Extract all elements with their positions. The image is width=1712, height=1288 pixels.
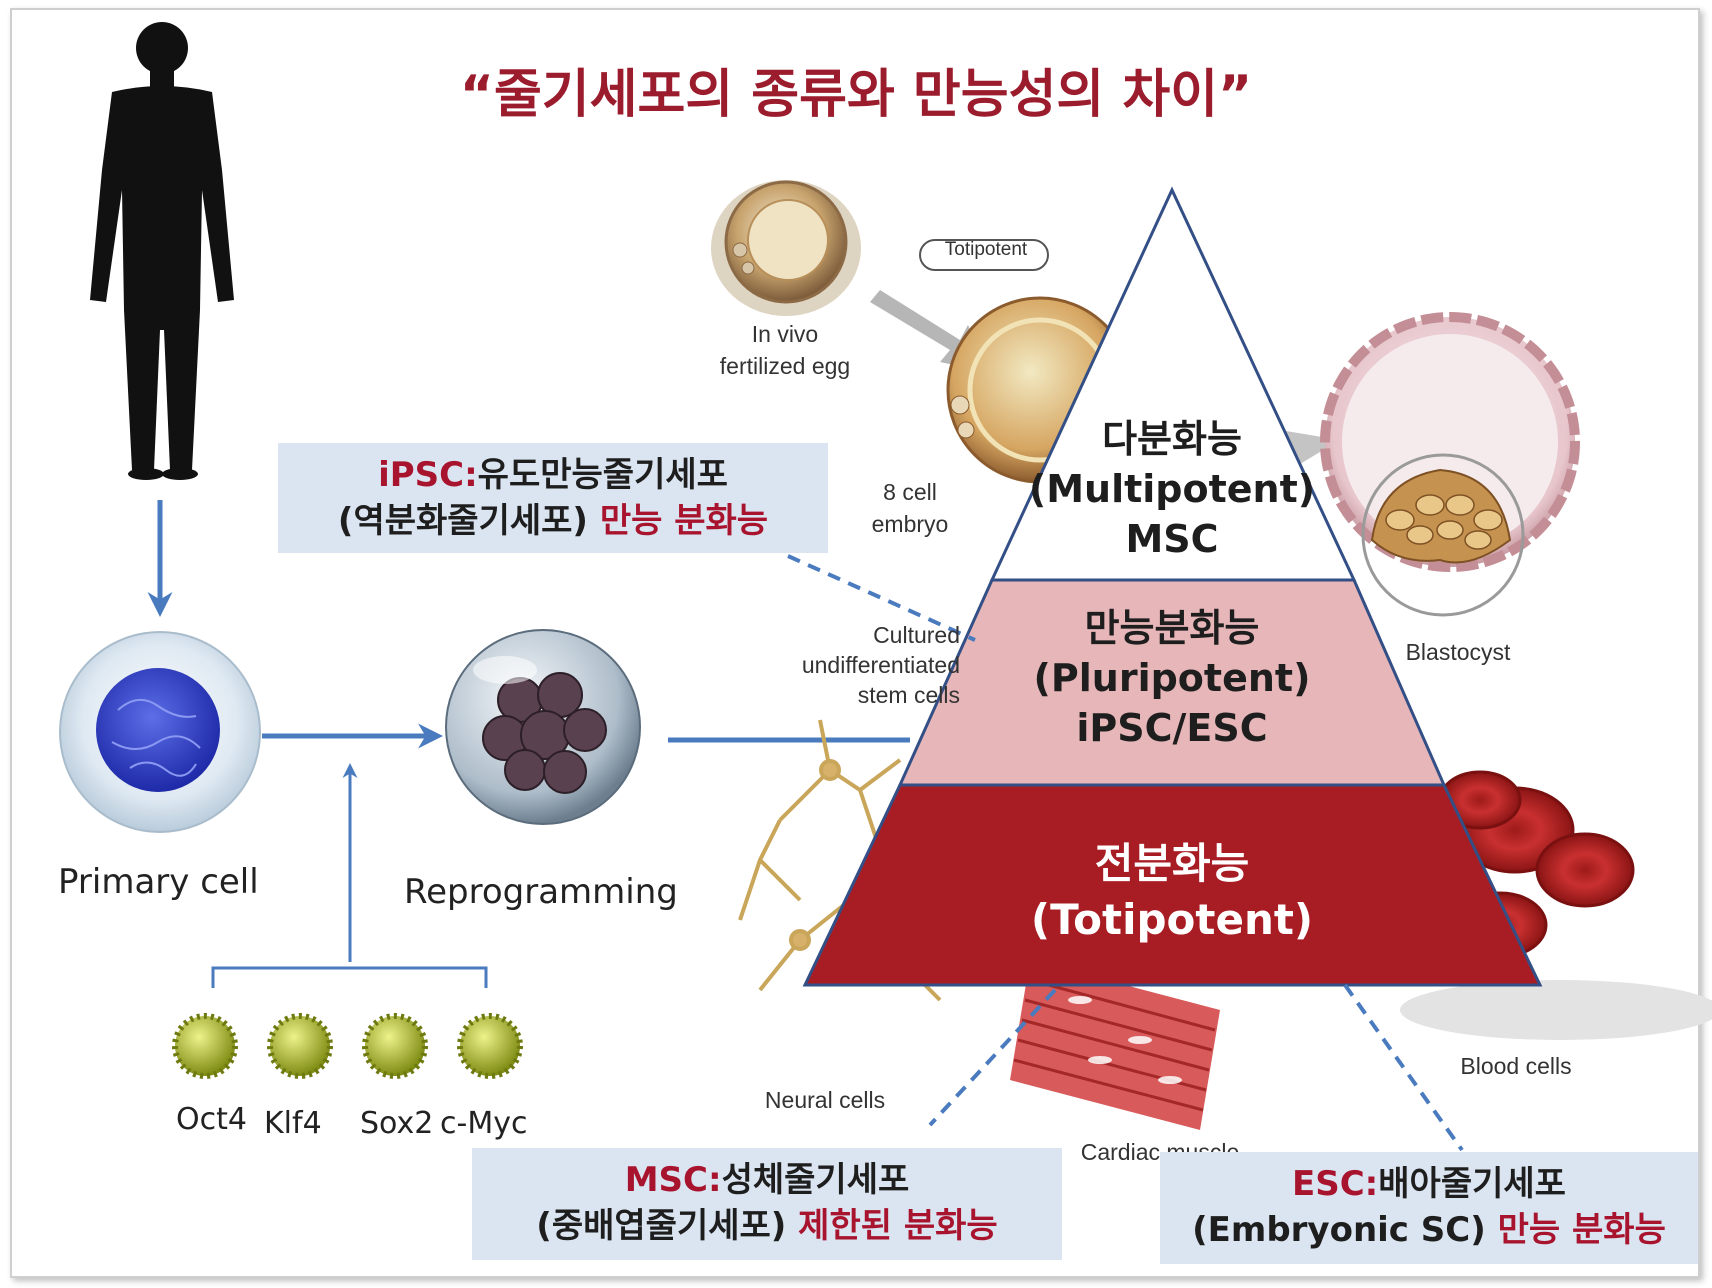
esc-paren: (Embryonic SC) (1192, 1210, 1486, 1250)
pluripotent-korean: 만능분화능 (1084, 606, 1260, 650)
primary-cell-label: Primary cell (58, 862, 259, 902)
diagram-title: “줄기세포의 종류와 만능성의 차이” (459, 65, 1253, 125)
blood-cells-label: Blood cells (1460, 1053, 1572, 1079)
esc-ability: 만능 분화능 (1497, 1210, 1666, 1250)
cultured-cells-label: Cultured undifferentiated stem cells (801, 622, 960, 708)
msc-paren: (중배엽줄기세포) (536, 1206, 787, 1246)
pyramid-tier-totipotent (802, 783, 1543, 987)
multipotent-text: 다분화능 (Multipotent) MSC (1012, 414, 1332, 564)
msc-leader-line (928, 988, 1057, 1127)
ipsc-name: 유도만능줄기세포 (477, 455, 728, 495)
cardiac-muscle-image (1010, 960, 1220, 1130)
reprogrammed-cell-icon (445, 629, 641, 825)
blastocyst-image (1320, 312, 1580, 617)
factor-label-klf4: Klf4 (264, 1106, 322, 1141)
totipotent-english: (Totipotent) (1030, 895, 1314, 944)
blastocyst-label: Blastocyst (1405, 639, 1511, 665)
factor-label-cmyc: c-Myc (440, 1106, 528, 1141)
msc-ability: 제한된 분화능 (798, 1206, 998, 1246)
totipotent-pill (919, 239, 1049, 271)
factor-bracket (211, 966, 488, 988)
pluripotent-text: 만능분화능 (Pluripotent) iPSC/ESC (1000, 603, 1344, 753)
multipotent-english: (Multipotent) (1028, 467, 1316, 511)
multipotent-abbr: MSC (1125, 517, 1219, 561)
esc-callout: ESC:배아줄기세포 (Embryonic SC) 만능 분화능 (1160, 1152, 1698, 1264)
ipsc-paren: (역분화줄기세포) (337, 501, 588, 541)
fertilized-egg-label: In vivo fertilized egg (719, 321, 851, 379)
blood-cells-image (1400, 770, 1712, 1040)
totipotent-korean: 전분화능 (1094, 839, 1250, 888)
pluripotent-english: (Pluripotent) (1033, 656, 1311, 700)
factor-label-oct4: Oct4 (176, 1102, 247, 1137)
msc-name: 성체줄기세포 (721, 1160, 910, 1200)
ipsc-abbr: iPSC: (378, 455, 478, 495)
ipsc-ability: 만능 분화능 (599, 501, 769, 541)
ipsc-callout: iPSC:유도만능줄기세포 (역분화줄기세포) 만능 분화능 (278, 443, 828, 553)
klf4-virus-icon (267, 1013, 333, 1079)
multipotent-korean: 다분화능 (1102, 417, 1242, 461)
factor-label-sox2: Sox2 (360, 1106, 434, 1141)
sox2-virus-icon (362, 1013, 428, 1079)
esc-leader-line (1343, 983, 1464, 1152)
human-silhouette-icon (90, 22, 234, 480)
embryo-label: 8 cell embryo (871, 479, 949, 537)
oct4-virus-icon (172, 1013, 238, 1079)
pluripotent-abbr: iPSC/ESC (1076, 706, 1268, 750)
esc-abbr: ESC: (1292, 1164, 1379, 1204)
esc-name: 배아줄기세포 (1378, 1164, 1566, 1204)
frame (10, 8, 1700, 1278)
totipotent-pill-label: Totipotent (944, 239, 1028, 260)
primary-cell-icon (59, 631, 261, 833)
neural-cells-label: Neural cells (764, 1087, 886, 1113)
ipsc-leader-line (787, 554, 976, 642)
cmyc-virus-icon (457, 1013, 523, 1079)
msc-callout: MSC:성체줄기세포 (중배엽줄기세포) 제한된 분화능 (472, 1148, 1062, 1260)
totipotent-text: 전분화능 (Totipotent) (960, 836, 1384, 948)
reprogramming-label: Reprogramming (404, 872, 678, 912)
msc-abbr: MSC: (624, 1160, 722, 1200)
fertilized-egg-image (711, 180, 861, 316)
potency-pyramid (802, 186, 1543, 987)
